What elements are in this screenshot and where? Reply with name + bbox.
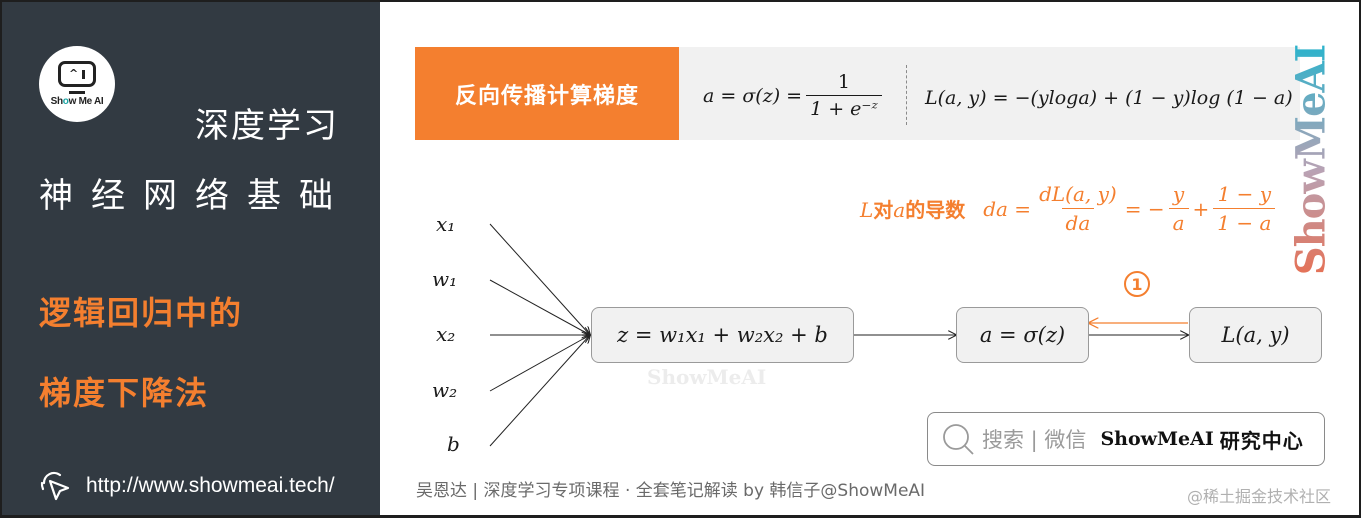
loss-node: L(a, y) (1189, 307, 1322, 363)
logo-text: Show Me AI (50, 96, 104, 107)
course-subtitle: 神经网络基础 (39, 176, 351, 216)
banner-tag: 反向传播计算梯度 (415, 47, 679, 140)
vertical-watermark: ShowMeAI (1287, 44, 1335, 276)
search-brand: ShowMeAI (1100, 428, 1214, 450)
dashed-separator (906, 65, 907, 125)
search-icon (943, 424, 974, 455)
activation-node: a = σ(z) (956, 307, 1089, 363)
input-x1: x₁ (436, 212, 456, 236)
search-suffix: 研究中心 (1219, 428, 1304, 453)
robot-monitor-icon: ^ (58, 61, 96, 87)
topic-title-line2: 梯度下降法 (39, 374, 210, 412)
site-watermark: @稀土掘金技术社区 (1187, 487, 1332, 506)
sigmoid-denominator: 1 + e⁻ᶻ (806, 95, 882, 120)
sigmoid-formula: a = σ(z) = 1 1 + e⁻ᶻ (703, 71, 886, 120)
wechat-search-box[interactable]: 搜索 | 微信 ShowMeAI 研究中心 (927, 412, 1325, 466)
search-hint: 搜索 | 微信 (982, 428, 1087, 452)
topic-title-line1: 逻辑回归中的 (39, 294, 244, 332)
input-w2: w₂ (432, 378, 458, 402)
course-title: 深度学习 (195, 106, 339, 146)
sigmoid-numerator: 1 (837, 71, 850, 93)
sigmoid-lhs: a = σ(z) = (703, 84, 803, 107)
website-link[interactable]: http://www.showmeai.tech/ (38, 469, 335, 503)
input-w1: w₁ (432, 267, 458, 291)
diagram-watermark: ShowMeAI (647, 365, 767, 389)
derivative-label: L对a的导数 (860, 198, 966, 222)
input-x2: x₂ (436, 322, 456, 346)
loss-formula: L(a, y) = −(yloga) + (1 − y)log (1 − a) (925, 87, 1293, 109)
website-url: http://www.showmeai.tech/ (86, 474, 335, 497)
showmeai-logo: ^ Show Me AI (39, 46, 115, 122)
derivative-formula: L对a的导数 da = dL(a, y) da = − y a + 1 − y … (860, 182, 1279, 235)
linear-node: z = w₁x₁ + w₂x₂ + b (591, 307, 854, 363)
cursor-click-icon (40, 471, 70, 501)
footer-credit: 吴恩达 | 深度学习专项课程 · 全套笔记解读 by 韩信子@ShowMeAI (416, 481, 926, 501)
formula-banner: 反向传播计算梯度 a = σ(z) = 1 1 + e⁻ᶻ L(a, y) = … (415, 47, 1300, 140)
sidebar: ^ Show Me AI 深度学习 神经网络基础 逻辑回归中的 梯度下降法 ht… (2, 2, 380, 515)
input-b: b (447, 432, 460, 456)
backprop-step-badge: 1 (1124, 271, 1150, 297)
